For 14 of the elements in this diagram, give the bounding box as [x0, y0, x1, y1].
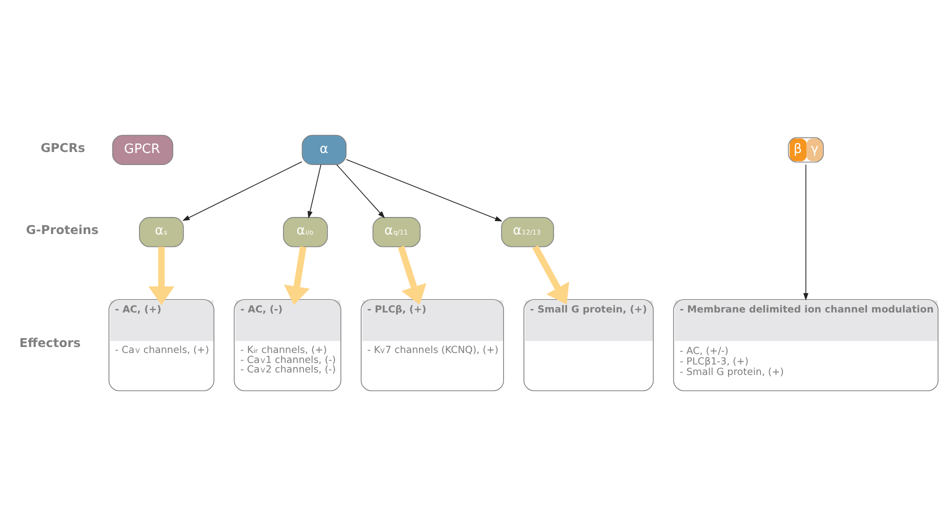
label: G-Proteins	[26, 223, 99, 238]
arrow	[398, 246, 426, 305]
node-box: α	[302, 134, 347, 165]
arrow	[182, 161, 302, 221]
label: GPCRs	[40, 140, 86, 155]
node-box: GPCR	[112, 134, 174, 165]
arrow	[148, 246, 175, 306]
label: Effectors	[19, 336, 81, 350]
arrow	[346, 159, 502, 222]
arrow	[336, 164, 385, 218]
arrow	[803, 164, 808, 300]
arrow	[532, 245, 570, 304]
arrow	[308, 164, 322, 219]
arrow	[284, 246, 310, 305]
